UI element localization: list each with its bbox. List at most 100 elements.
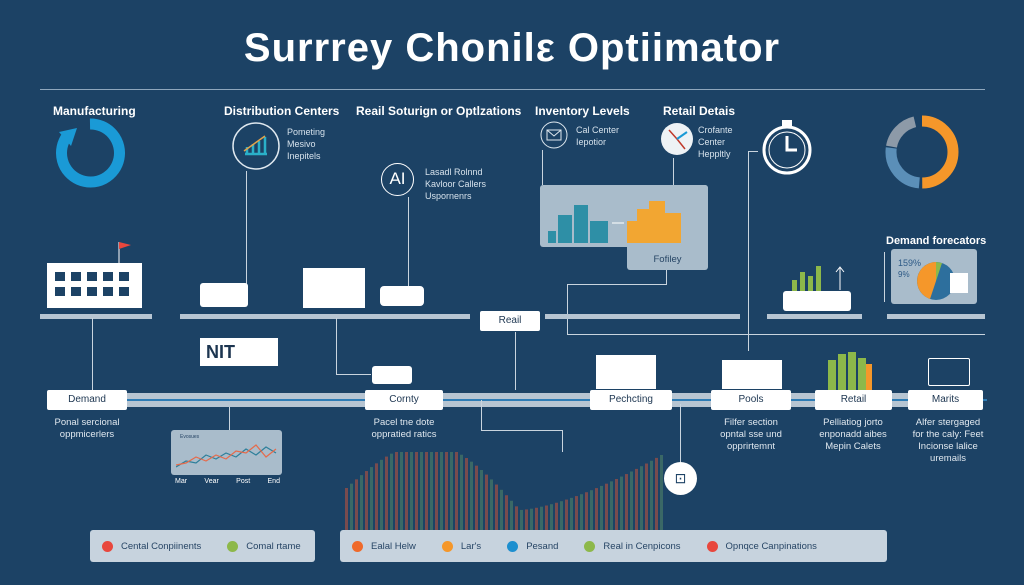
bridge-bar — [660, 455, 663, 530]
desc-line: Pacel tne dote — [373, 417, 435, 428]
bridge-bar — [525, 509, 528, 530]
train-icon — [200, 283, 248, 307]
legend-label: Ealal Helw — [371, 540, 416, 552]
mini-chart-legend: Evosues — [180, 434, 200, 440]
bridge-bar — [445, 452, 448, 530]
bridge-bar — [430, 452, 433, 530]
desc-line: Incionse lalice — [918, 441, 978, 452]
cart-icon — [372, 366, 412, 384]
envelope-icon — [540, 121, 568, 149]
flow-arrow — [127, 399, 987, 401]
nit-box[interactable]: NIT — [200, 338, 278, 366]
conveyor-segment — [887, 314, 985, 319]
inventory-note: Iepotior — [576, 137, 607, 147]
bridge-bar — [425, 452, 428, 530]
legend-label: Real in Cenpicons — [603, 540, 681, 552]
shops-icon — [722, 360, 782, 389]
bridge-bar — [640, 466, 643, 530]
real-box[interactable]: Reail — [480, 311, 540, 331]
flow-step-demand[interactable]: Demand — [47, 390, 127, 410]
donut-chart-icon — [885, 115, 959, 189]
bridge-bar — [420, 452, 423, 530]
legend-dot-orange-red — [352, 540, 363, 552]
bridge-bar — [485, 474, 488, 530]
mini-series-series_b — [176, 444, 277, 466]
legend-dot-green — [227, 540, 239, 552]
distribution-note: Mesivo — [287, 139, 316, 149]
bridge-bar — [520, 509, 523, 530]
bridge-bar — [635, 468, 638, 530]
legend-dot-blue — [507, 540, 519, 552]
clock-chart-icon — [661, 123, 693, 155]
desc-line: opntal sse und — [720, 429, 782, 440]
connector — [336, 318, 337, 374]
flow-step-pools[interactable]: Pools — [711, 390, 791, 410]
connector — [542, 150, 543, 185]
legend-item: Comal rtame — [227, 540, 301, 552]
bridge-bar — [465, 458, 468, 530]
bridge-bar — [375, 463, 378, 530]
connector — [567, 284, 568, 334]
page-title: Surrrey Chonilε Optiimator — [243, 26, 781, 70]
legend-item: Cental Conpiinents — [102, 540, 201, 552]
bridge-bar — [455, 452, 458, 530]
retail-details-label: Retail Detais — [663, 104, 736, 118]
bridge-bar — [345, 488, 348, 530]
title-divider — [40, 89, 985, 90]
bridge-bar — [650, 460, 653, 530]
bridge-bar — [575, 496, 578, 530]
bridge-bar — [490, 479, 493, 530]
bridge-bar — [610, 481, 613, 530]
conveyor-segment — [180, 314, 470, 319]
bridge-bar — [600, 485, 603, 530]
bridge-bar — [395, 452, 398, 530]
forecast-pct: 9% — [898, 270, 910, 279]
bridge-bar — [545, 505, 548, 530]
bridge-bar — [615, 478, 618, 530]
flow-step-retail[interactable]: Retail — [815, 390, 892, 410]
desc-line: Ponal sercional — [54, 417, 120, 428]
legend-dot-orange — [441, 540, 453, 552]
policy-label: Fofiley — [653, 254, 682, 265]
legend-label: Comal rtame — [246, 540, 301, 552]
bridge-bar — [590, 490, 593, 530]
bridge-bar — [450, 452, 453, 530]
bridge-bar — [580, 494, 583, 530]
conveyor-segment — [545, 314, 740, 319]
bridge-bar — [380, 459, 383, 530]
mini-chart-panel — [171, 430, 282, 475]
legend-dot-green — [584, 540, 596, 552]
bridge-bar — [480, 469, 483, 530]
mini-tick: Post — [236, 478, 251, 485]
connector — [481, 400, 482, 430]
legend-label: Opnqce Canpinations — [725, 540, 817, 552]
bridge-bar — [630, 471, 633, 530]
forecast-pct: 159% — [898, 258, 922, 268]
bridge-bar — [570, 497, 573, 530]
package-icon[interactable]: ⊡ — [664, 462, 697, 495]
connector — [567, 334, 985, 335]
retail-details-note: Heppltly — [698, 149, 731, 159]
connector — [884, 252, 885, 302]
bridge-bar — [385, 456, 388, 530]
legend-label: Lar's — [460, 540, 482, 552]
flow-step-marits[interactable]: Marits — [908, 390, 983, 410]
bridge-bar — [595, 488, 598, 530]
bridge-bar — [365, 471, 368, 530]
ai-icon: AI — [381, 163, 414, 196]
mini-line-chart — [176, 444, 277, 468]
connector — [567, 284, 667, 285]
flow-step-county[interactable]: Cornty — [365, 390, 443, 410]
desc-line: oppmicerlers — [59, 429, 115, 440]
desc-line: for the caly: Feet — [912, 429, 984, 440]
bridge-bar — [405, 452, 408, 530]
mini-tick: Vear — [204, 478, 219, 485]
bridge-bar — [355, 479, 358, 530]
flow-step-pechcting[interactable]: Pechcting — [590, 390, 672, 410]
bridge-bar — [515, 506, 518, 530]
manufacturing-label: Manufacturing — [53, 104, 136, 118]
bridge-bar — [505, 495, 508, 530]
